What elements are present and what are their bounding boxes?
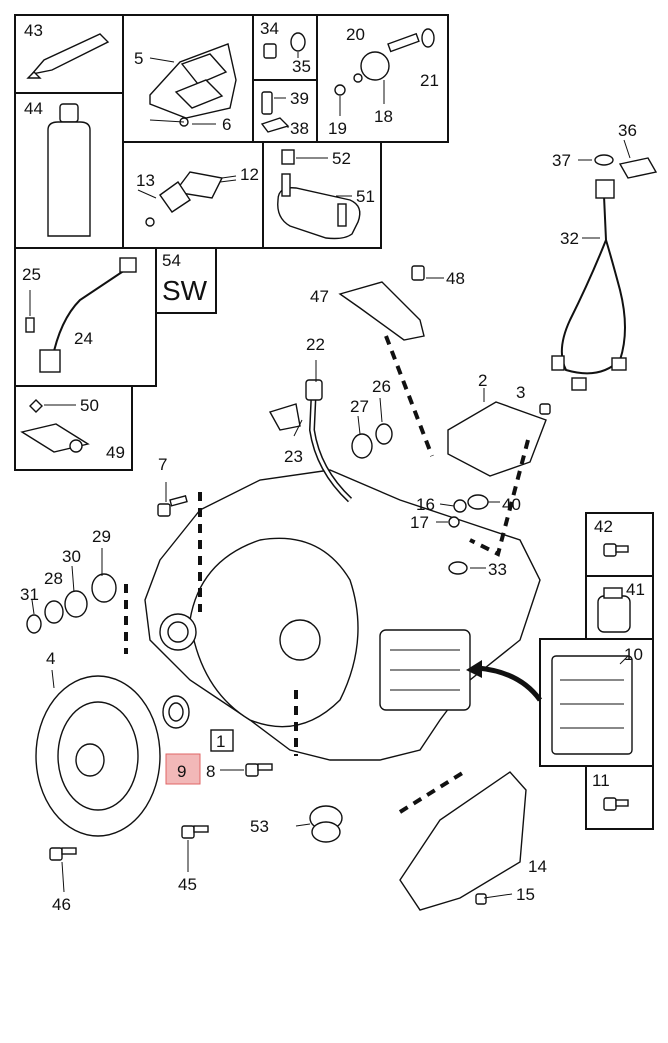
part-10-valve-body (551, 655, 633, 755)
label-29: 29 (92, 527, 111, 546)
label-1: 1 (216, 732, 225, 751)
part-12-sensor-bracket (145, 171, 237, 227)
part-number-labels: 43 44 5 6 34 35 39 38 20 21 18 19 13 12 … (20, 19, 645, 914)
label-22: 22 (306, 335, 325, 354)
label-23: 23 (284, 447, 303, 466)
label-10: 10 (624, 645, 643, 664)
label-5: 5 (134, 49, 143, 68)
part-39-bolt (260, 91, 290, 133)
part-51-cover-plate (277, 149, 361, 240)
part-14-oil-pan (399, 771, 527, 911)
label-15: 15 (516, 885, 535, 904)
part-34-plug (263, 32, 306, 59)
label-13: 13 (136, 171, 155, 190)
label-37: 37 (552, 151, 571, 170)
part-3-bolt (539, 403, 551, 415)
label-50: 50 (80, 396, 99, 415)
label-49: 49 (106, 443, 125, 462)
label-33: 33 (488, 560, 507, 579)
part-53-plug (309, 805, 343, 843)
label-39: 39 (290, 89, 309, 108)
label-16: 16 (416, 495, 435, 514)
label-12: 12 (240, 165, 259, 184)
label-43: 43 (24, 21, 43, 40)
part-4-torque-converter (35, 669, 161, 837)
part-43-sealant-tube (26, 33, 110, 79)
label-3: 3 (516, 383, 525, 402)
leader-lines (31, 119, 513, 899)
part-41-solenoid (597, 587, 631, 633)
label-18: 18 (374, 107, 393, 126)
label-6: 6 (222, 115, 231, 134)
label-46: 46 (52, 895, 71, 914)
label-35: 35 (292, 57, 311, 76)
label-sw: SW (162, 275, 208, 306)
label-21: 21 (420, 71, 439, 90)
label-9: 9 (177, 762, 186, 781)
right-parts-panels (539, 512, 654, 830)
part-5-bracket (149, 43, 237, 127)
label-28: 28 (44, 569, 63, 588)
dashed-connectors (124, 335, 530, 814)
part-47-bracket (338, 265, 444, 341)
label-30: 30 (62, 547, 81, 566)
label-44: 44 (24, 99, 43, 118)
part-32-wiring-harness (551, 139, 658, 391)
parts-28-31-seals (26, 548, 117, 634)
label-38: 38 (290, 119, 309, 138)
part-26-27-seals (351, 423, 393, 459)
part-2-control-module (447, 388, 547, 477)
top-parts-panels (14, 14, 449, 471)
part-24-sensor-cable (25, 257, 137, 373)
label-27: 27 (350, 397, 369, 416)
part-11-bolt (603, 797, 629, 811)
label-4: 4 (46, 649, 55, 668)
label-41: 41 (626, 580, 645, 599)
parts-8-45-46-bolts (49, 763, 273, 861)
part-7-bolt (157, 495, 188, 517)
label-19: 19 (328, 119, 347, 138)
label-24: 24 (74, 329, 93, 348)
part-42-bolt (603, 543, 629, 557)
label-2: 2 (478, 371, 487, 390)
label-7: 7 (158, 455, 167, 474)
label-25: 25 (22, 265, 41, 284)
valve-body-arrowhead (466, 660, 482, 678)
label-54: 54 (162, 251, 181, 270)
label-8: 8 (206, 762, 215, 781)
label-45: 45 (178, 875, 197, 894)
main-transmission-housing (144, 469, 541, 761)
label-17: 17 (410, 513, 429, 532)
label-47: 47 (310, 287, 329, 306)
label-26: 26 (372, 377, 391, 396)
label-52: 52 (332, 149, 351, 168)
label-51: 51 (356, 187, 375, 206)
label-31: 31 (20, 585, 39, 604)
part-22-fill-pipe (268, 379, 353, 503)
label-42: 42 (594, 517, 613, 536)
part-1-label-box (210, 729, 234, 752)
part-9-seal (162, 695, 190, 729)
label-36: 36 (618, 121, 637, 140)
label-20: 20 (346, 25, 365, 44)
label-53: 53 (250, 817, 269, 836)
label-14: 14 (528, 857, 547, 876)
label-40: 40 (502, 495, 521, 514)
label-48: 48 (446, 269, 465, 288)
highlight-box-9 (165, 753, 201, 785)
label-11: 11 (592, 771, 610, 790)
part-16-40-seals (448, 494, 489, 575)
part-49-bracket (20, 399, 90, 453)
part-18-shaft-assembly (334, 28, 435, 116)
part-44-fluid-bottle (47, 103, 91, 237)
label-32: 32 (560, 229, 579, 248)
valve-body-arrow (477, 665, 543, 702)
label-34: 34 (260, 19, 279, 38)
